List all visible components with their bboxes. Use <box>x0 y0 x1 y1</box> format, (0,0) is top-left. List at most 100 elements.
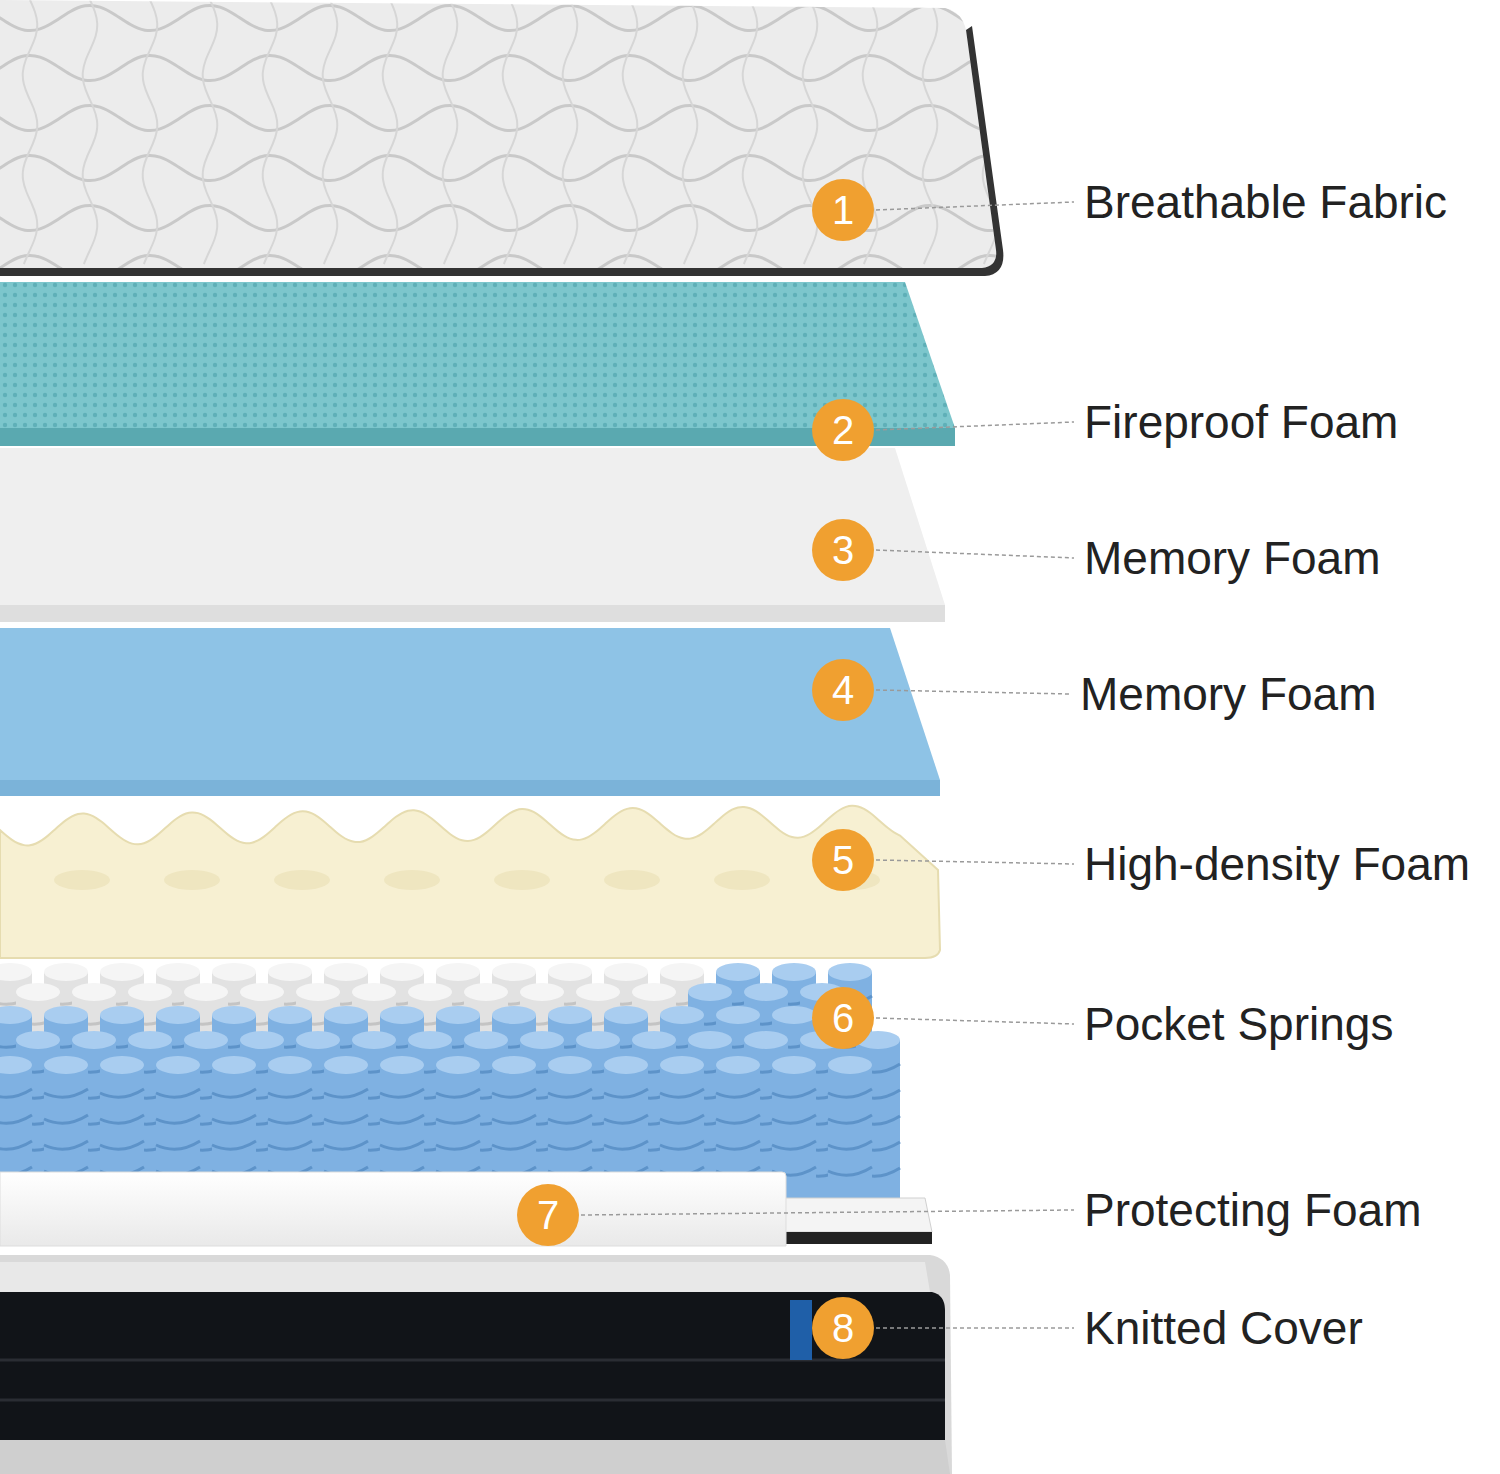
coil-top <box>212 1056 256 1074</box>
coil-top <box>352 1031 396 1049</box>
callout-number: 7 <box>517 1184 579 1246</box>
coil-top <box>632 983 676 1001</box>
part-label: Memory Foam <box>1078 668 1378 721</box>
coil-turn <box>716 1115 760 1123</box>
coil-top <box>744 983 788 1001</box>
spring-coil <box>828 1056 872 1200</box>
foam-shading <box>54 870 880 890</box>
quilt-seam <box>263 0 278 264</box>
coil-turn <box>548 1089 592 1097</box>
coil-top <box>436 963 480 981</box>
coil-top <box>0 963 32 981</box>
coil-top <box>0 1056 32 1074</box>
foam-dimple <box>54 870 110 890</box>
coil-top <box>716 1006 760 1024</box>
coil-turn <box>324 1115 368 1123</box>
coil-top <box>100 963 144 981</box>
quilt-wave <box>0 5 1015 30</box>
coil-top <box>660 1056 704 1074</box>
foam-dimple <box>494 870 550 890</box>
coil-top <box>716 963 760 981</box>
coil-top <box>240 1031 284 1049</box>
memory-foam-white <box>0 448 945 605</box>
quilt-seam <box>623 0 638 264</box>
coil-turn <box>0 1089 32 1097</box>
coil-top <box>212 963 256 981</box>
coil-top <box>492 963 536 981</box>
callout-digit: 1 <box>832 190 854 230</box>
coil-turn <box>436 1089 480 1097</box>
coil-top <box>576 1031 620 1049</box>
coil-body <box>828 1065 872 1200</box>
callout-digit: 2 <box>832 410 854 450</box>
coil-turn <box>156 1115 200 1123</box>
fireproof-foam <box>0 282 955 428</box>
foam-dimple <box>164 870 220 890</box>
coil-turn <box>548 1141 592 1149</box>
part-label: Pocket Springs <box>1082 998 1395 1051</box>
leader-line <box>876 1327 1074 1329</box>
coil-turn <box>380 1115 424 1123</box>
coil-top <box>660 963 704 981</box>
callout-digit: 8 <box>832 1308 854 1348</box>
callout-number: 2 <box>812 399 874 461</box>
part-label: Protecting Foam <box>1082 1184 1423 1237</box>
coil-turn <box>604 1141 648 1149</box>
callout-number: 4 <box>812 659 874 721</box>
coil-top <box>0 1006 32 1024</box>
coil-top <box>464 983 508 1001</box>
callout-number: 8 <box>812 1297 874 1359</box>
coil-turn <box>828 1141 872 1149</box>
coil-top <box>604 1006 648 1024</box>
coil-top <box>156 963 200 981</box>
coil-turn <box>380 1141 424 1149</box>
coil-turn <box>100 1115 144 1123</box>
coil-turn <box>156 1141 200 1149</box>
coil-top <box>16 1031 60 1049</box>
leader-lines <box>581 202 1074 1328</box>
coil-top <box>772 963 816 981</box>
cover-side <box>0 1292 945 1440</box>
coil-top <box>268 963 312 981</box>
coil-top <box>380 1006 424 1024</box>
leader-line <box>876 202 1074 210</box>
coil-top <box>72 1031 116 1049</box>
leader-line <box>876 1018 1074 1024</box>
cover-quilt-band <box>0 1262 930 1292</box>
part-label: High-density Foam <box>1082 838 1472 891</box>
callout-digit: 5 <box>832 840 854 880</box>
coil-turn <box>268 1089 312 1097</box>
coil-top <box>828 1056 872 1074</box>
coil-turn <box>44 1115 88 1123</box>
coil-top <box>408 1031 452 1049</box>
coil-top <box>632 1031 676 1049</box>
coil-turn <box>100 1089 144 1097</box>
coil-turn <box>380 1089 424 1097</box>
coil-top <box>100 1056 144 1074</box>
coil-top <box>576 983 620 1001</box>
high-density-foam <box>0 806 940 958</box>
coil-turn <box>660 1115 704 1123</box>
quilt-seam <box>743 0 758 264</box>
coil-top <box>100 1006 144 1024</box>
quilt-seam <box>443 0 458 264</box>
quilt-seam <box>683 0 698 264</box>
fabric-quilting <box>0 0 1015 281</box>
callout-digit: 7 <box>537 1195 559 1235</box>
callout-number: 6 <box>812 987 874 1049</box>
foam-dimple <box>604 870 660 890</box>
coil-turn <box>268 1141 312 1149</box>
coil-turn <box>492 1115 536 1123</box>
coil-top <box>44 963 88 981</box>
cover-stitch <box>0 1360 945 1400</box>
coil-top <box>128 983 172 1001</box>
coil-top <box>520 983 564 1001</box>
protecting-foam <box>0 1172 786 1246</box>
coil-top <box>772 1056 816 1074</box>
memory-foam-blue <box>0 628 940 780</box>
coil-top <box>436 1006 480 1024</box>
coil-turn <box>716 1089 760 1097</box>
coil-turn <box>660 1141 704 1149</box>
coil-top <box>156 1006 200 1024</box>
coil-turn <box>716 1141 760 1149</box>
